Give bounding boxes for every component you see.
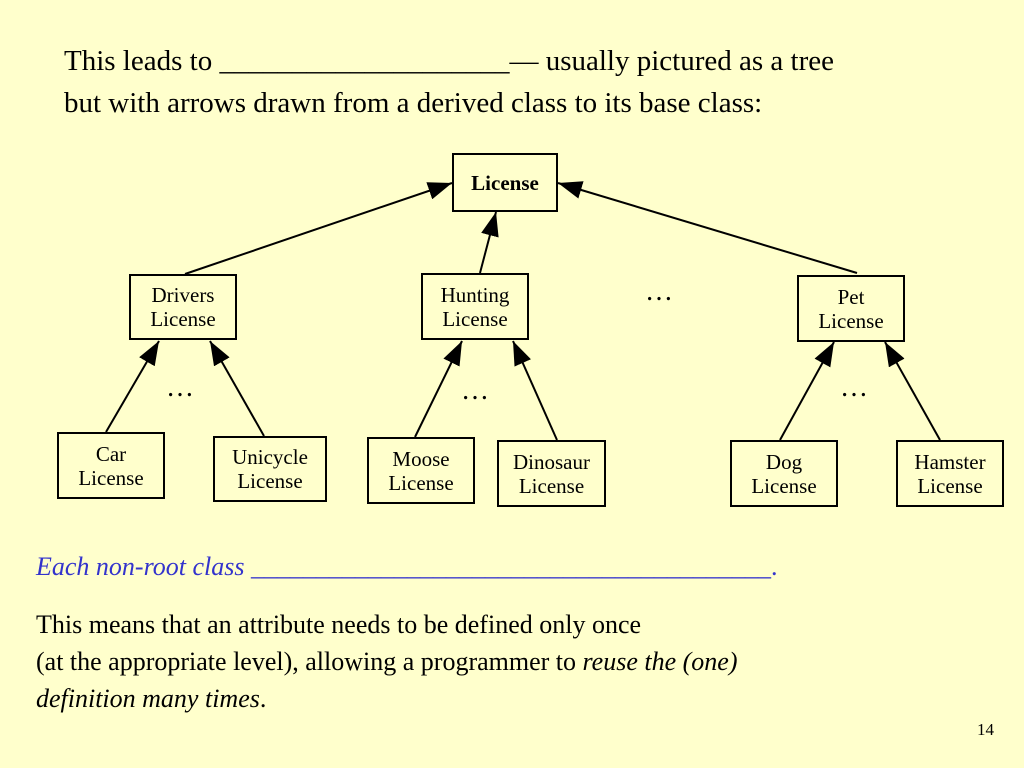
drivers-license-label-2: License: [150, 307, 216, 331]
intro-line-2: but with arrows drawn from a derived cla…: [64, 87, 763, 119]
intro-text: This leads to ____________________— usua…: [64, 40, 1004, 124]
arrow-moose-to-hunting: [414, 340, 463, 438]
arrow-pet-to-license: [557, 181, 858, 274]
ellipsis-level1: …: [645, 276, 676, 307]
pet-license-box: Pet License: [797, 275, 905, 342]
arrow-car-to-drivers: [105, 340, 160, 433]
pet-license-label-1: Pet: [837, 284, 865, 309]
conclusion-line-3-italic: definition many times: [36, 684, 260, 713]
dinosaur-license-label-2: License: [518, 473, 585, 498]
arrow-hamster-to-pet: [884, 341, 941, 441]
license-label: License: [471, 170, 539, 195]
conclusion-text: This means that an attribute needs to be…: [36, 606, 738, 717]
unicycle-license-label-1: Unicycle: [232, 445, 308, 469]
hunting-license-label-2: License: [442, 306, 508, 331]
drivers-license-box: Drivers License: [129, 274, 237, 340]
conclusion-line-2: (at the appropriate level), allowing a p…: [36, 643, 738, 680]
dinosaur-license-label-1: Dinosaur: [513, 449, 590, 474]
moose-license-label-1: Moose: [392, 446, 450, 471]
license-box: License: [452, 153, 558, 212]
conclusion-line-3: definition many times.: [36, 680, 738, 717]
moose-license-label-2: License: [388, 470, 454, 495]
unicycle-license-label-2: License: [237, 469, 303, 493]
hamster-license-label-1: Hamster: [914, 449, 986, 474]
pet-license-label-2: License: [818, 308, 884, 333]
dog-license-label-1: Dog: [765, 449, 803, 474]
ellipsis-drivers-children: …: [166, 372, 197, 403]
unicycle-license-box: Unicycle License: [213, 436, 327, 502]
page-number: 14: [977, 720, 994, 739]
car-license-label-1: Car: [95, 441, 127, 466]
dog-license-label-2: License: [751, 473, 817, 498]
conclusion-line-3-end: .: [259, 684, 267, 713]
dog-license-box: Dog License: [730, 440, 838, 507]
hunting-license-label-1: Hunting: [440, 282, 510, 307]
ellipsis-hunting-children: …: [461, 375, 492, 406]
moose-license-box: Moose License: [367, 437, 475, 504]
arrow-dinosaur-to-hunting: [512, 340, 558, 441]
hunting-license-box: Hunting License: [421, 273, 529, 340]
dinosaur-license-box: Dinosaur License: [497, 440, 606, 507]
hamster-license-label-2: License: [917, 473, 983, 498]
arrow-hunting-to-license: [479, 211, 499, 274]
arrow-unicycle-to-drivers: [209, 340, 265, 437]
conclusion-line-2-plain: (at the appropriate level), allowing a p…: [36, 647, 583, 676]
non-root-statement: Each non-root class ____________________…: [36, 552, 777, 582]
hamster-license-box: Hamster License: [896, 440, 1004, 507]
statement-blank: ________________________________________…: [244, 552, 778, 581]
intro-line-1: This leads to ____________________— usua…: [64, 45, 834, 77]
conclusion-line-1: This means that an attribute needs to be…: [36, 610, 642, 639]
arrow-drivers-to-license: [184, 182, 453, 275]
car-license-label-2: License: [78, 465, 144, 490]
ellipsis-pet-children: …: [840, 372, 871, 403]
car-license-box: Car License: [57, 432, 165, 499]
drivers-license-label-1: Drivers: [151, 283, 215, 307]
conclusion-line-2-italic: reuse the (one): [582, 647, 738, 676]
statement-lead: Each non-root class: [36, 552, 245, 581]
arrow-dog-to-pet: [779, 341, 835, 441]
